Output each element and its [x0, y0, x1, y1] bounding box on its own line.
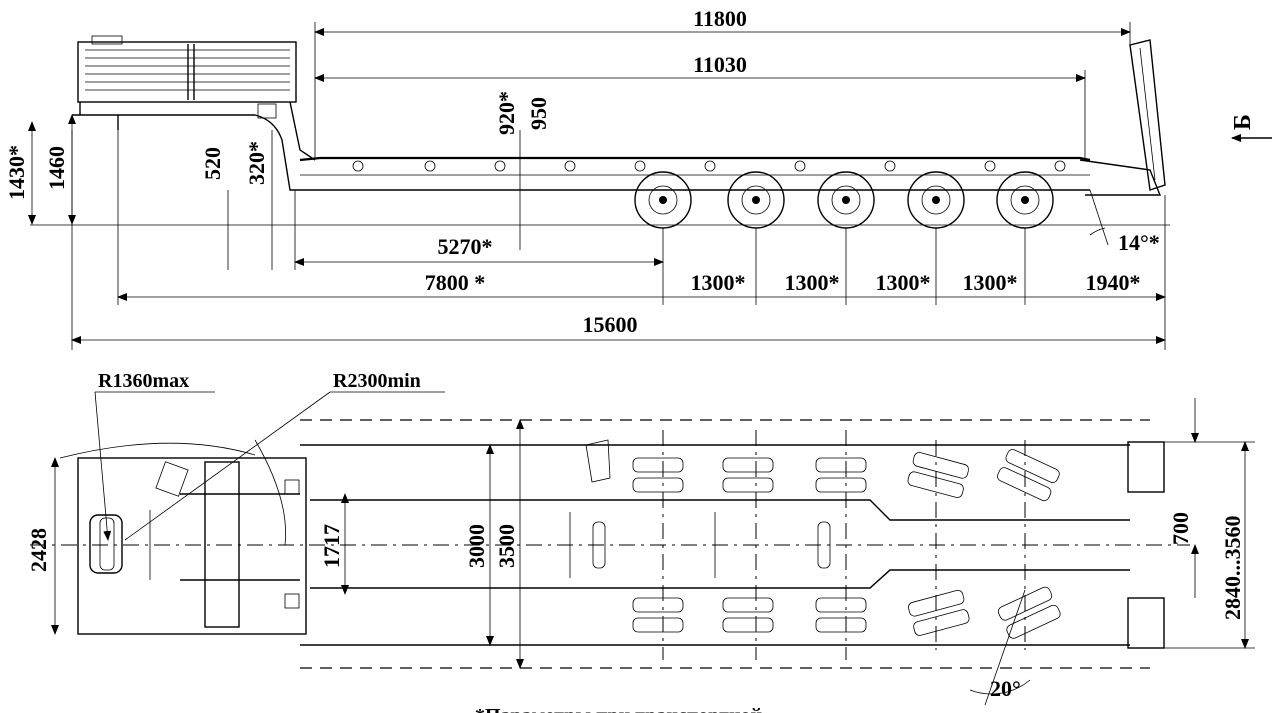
side-view: 11800 11030 920* 950 1430* 1460 520 320*…	[4, 6, 1272, 350]
caption-note: *Параметры при транспортной	[475, 705, 762, 713]
dim-r1360: R1360max	[98, 370, 189, 392]
dim-950: 950	[526, 97, 551, 130]
dim-axle-3: 1300*	[876, 270, 931, 295]
dim-11800: 11800	[693, 6, 747, 31]
dim-2428: 2428	[26, 528, 51, 572]
dim-15600: 15600	[583, 312, 638, 337]
dim-1940: 1940*	[1086, 270, 1141, 295]
dim-1460: 1460	[44, 146, 69, 190]
dim-920: 920*	[494, 91, 519, 135]
lashing-points	[352, 160, 1066, 172]
main-deck	[299, 39, 1166, 196]
dim-5270: 5270*	[438, 234, 493, 259]
dim-700: 700	[1168, 512, 1193, 545]
dim-angle-14: 14°*	[1118, 230, 1160, 255]
dim-3500: 3500	[494, 524, 519, 568]
dim-axle-1: 1300*	[691, 270, 746, 295]
dim-320: 320*	[244, 141, 269, 185]
dim-1717: 1717	[319, 524, 344, 568]
top-view: R1360max R2300min 2428 1717 3000 3500 70…	[26, 370, 1255, 713]
tractor-outline	[77, 457, 307, 635]
dim-11030: 11030	[693, 52, 747, 77]
top-dimensions	[51, 391, 1255, 706]
view-label-b: Б	[1230, 114, 1256, 130]
wheels	[634, 171, 1054, 229]
dim-axle-4: 1300*	[963, 270, 1018, 295]
dim-520: 520	[200, 147, 225, 180]
dim-2840-3560: 2840...3560	[1220, 516, 1245, 621]
top-wheels	[632, 449, 1061, 639]
side-dimensions	[28, 22, 1272, 350]
dim-r2300: R2300min	[333, 370, 421, 392]
axle-lines	[662, 430, 1026, 660]
dim-7800: 7800 *	[425, 270, 486, 295]
dim-1430: 1430*	[4, 145, 29, 200]
gooseneck	[72, 35, 316, 191]
dim-3000: 3000	[464, 524, 489, 568]
platform-outline	[30, 419, 1190, 669]
dim-angle-20: 20°	[990, 676, 1021, 701]
dim-axle-2: 1300*	[785, 270, 840, 295]
